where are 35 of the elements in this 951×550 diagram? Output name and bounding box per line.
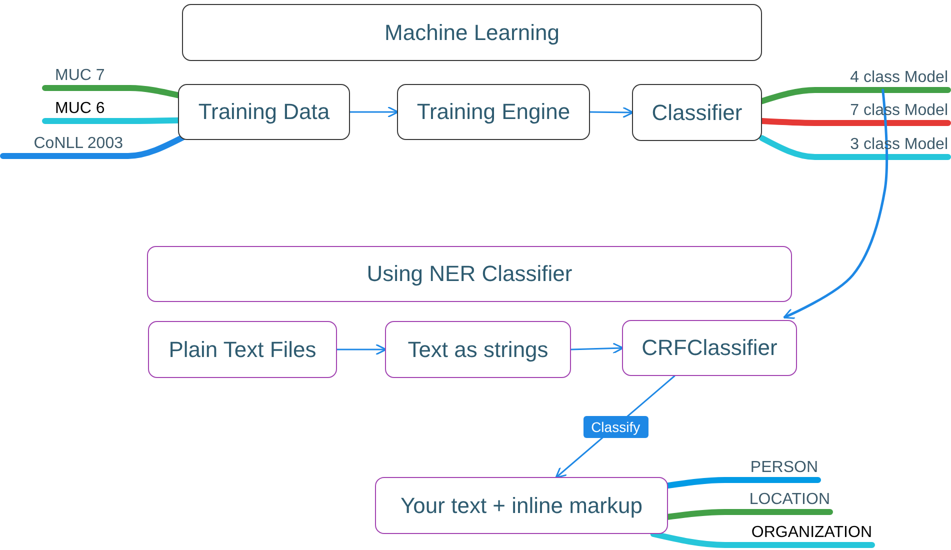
branch-label: MUC 7: [45, 66, 125, 88]
topic-box: [148, 321, 337, 378]
topic-text: Plain Text Files: [168, 336, 316, 362]
branch-label: LOCATION: [725, 490, 830, 512]
branch-label: ORGANIZATION: [725, 523, 872, 545]
branch-line: [759, 135, 951, 160]
arrow: [589, 106, 634, 118]
topic-text: Training Engine: [416, 99, 570, 125]
branch-line: [650, 531, 875, 548]
arrow: [349, 106, 399, 118]
topic-box: [178, 84, 350, 140]
branch-label: CoNLL 2003: [3, 134, 123, 156]
branch-line: [0, 134, 186, 159]
topic-text: CRFClassifier: [642, 335, 778, 361]
arrow: [570, 342, 624, 354]
topic-box: [375, 477, 668, 534]
topic-text: Using NER Classifier: [366, 261, 572, 287]
branch-line: [665, 477, 821, 489]
branch-label: PERSON: [725, 458, 818, 480]
arrow: [336, 344, 387, 356]
topic-text: Machine Learning: [384, 20, 560, 46]
topic-text: Classifier: [652, 100, 742, 126]
topic-box: [147, 246, 792, 302]
topic-box: [397, 84, 590, 140]
edge-label: Classify: [583, 416, 648, 438]
branch-label: 4 class Model: [815, 68, 948, 90]
arrow: [783, 88, 888, 319]
topic-text: Your text + inline markup: [400, 492, 642, 518]
topic-box: [622, 320, 797, 376]
topic-text: Text as strings: [408, 336, 548, 362]
topic-box: [182, 4, 762, 61]
topic-text: Training Data: [198, 99, 330, 125]
topic-box: [385, 321, 571, 378]
topic-box: [632, 84, 762, 141]
branch-label: MUC 6: [45, 99, 125, 121]
